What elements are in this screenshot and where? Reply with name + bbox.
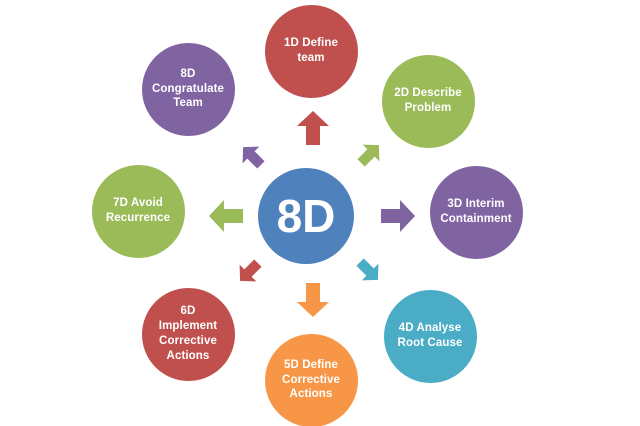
node-6d-circle: 6D Implement Corrective Actions: [141, 287, 235, 381]
arrow-to-5d-icon: [295, 282, 331, 318]
node-1d-circle: 1D Define team: [264, 4, 358, 98]
node-1d-label: 1D Define team: [284, 37, 338, 64]
node-6d-label: 6D Implement Corrective Actions: [158, 305, 218, 362]
node-7d-circle: 7D Avoid Recurrence: [91, 164, 185, 258]
node-4d-label: 4D Analyse Root Cause: [397, 322, 463, 349]
node-3d-label: 3D Interim Containment: [440, 198, 512, 225]
arrow-to-6d-icon: [230, 253, 268, 291]
node-3d-circle: 3D Interim Containment: [429, 165, 523, 259]
node-8d-circle: 8D Congratulate Team: [141, 42, 235, 136]
node-2d-label: 2D Describe Problem: [394, 87, 462, 114]
arrow-to-1d-icon: [295, 110, 331, 146]
node-4d-circle: 4D Analyse Root Cause: [383, 289, 477, 383]
arrow-to-2d-icon: [351, 135, 389, 173]
node-center-label: 8D: [276, 190, 336, 242]
arrow-to-7d-icon: [208, 198, 244, 234]
arrow-to-8d-icon: [233, 137, 271, 175]
node-7d-label: 7D Avoid Recurrence: [105, 197, 171, 224]
node-8d-label: 8D Congratulate Team: [151, 67, 225, 110]
node-center-circle: 8D: [258, 168, 354, 264]
arrow-to-4d-icon: [350, 252, 388, 290]
arrow-to-3d-icon: [380, 198, 416, 234]
node-5d-circle: 5D Define Corrective Actions: [264, 333, 358, 426]
node-2d-circle: 2D Describe Problem: [381, 54, 475, 148]
node-5d-label: 5D Define Corrective Actions: [282, 358, 340, 401]
